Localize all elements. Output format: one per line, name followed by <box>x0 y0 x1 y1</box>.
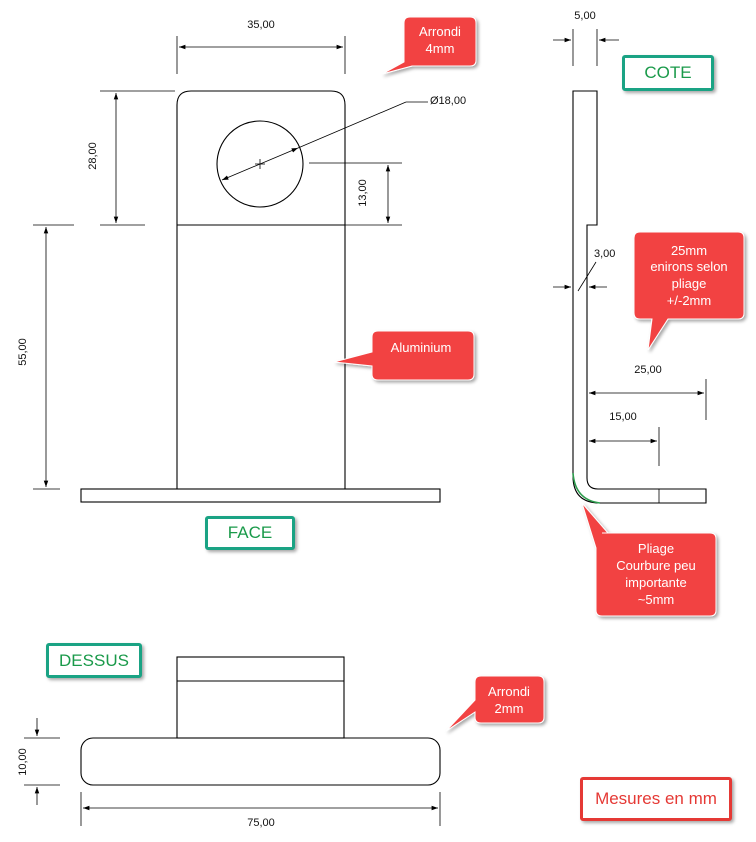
callout-pliage: Pliage Courbure peu importante ~5mm <box>581 502 717 617</box>
dim-hole-center: 13,00 <box>357 179 369 207</box>
face-base-flange <box>80 488 441 503</box>
top-base <box>80 737 441 786</box>
dim-face-bottom-height: 55,00 <box>17 338 29 366</box>
callout-25mm-line2: enirons selon <box>650 259 727 274</box>
callout-aluminium-text: Aluminium <box>391 340 452 355</box>
top-plate <box>176 656 345 739</box>
dim-side-bend-gap: 3,00 <box>594 248 615 260</box>
callout-arrondi-2mm-line1: Arrondi <box>488 684 530 699</box>
callout-arrondi-4mm-line2: 4mm <box>426 41 455 56</box>
dim-side-thickness: 5,00 <box>574 10 595 22</box>
side-view: 5,00 3,00 25,00 15,00 <box>553 10 707 504</box>
view-label-cote: COTE <box>622 55 714 91</box>
callout-pliage-line3: importante <box>625 575 686 590</box>
callout-pliage-line4: ~5mm <box>638 592 674 607</box>
callout-pliage-line1: Pliage <box>638 541 674 556</box>
dim-top-depth: 10,00 <box>17 748 29 776</box>
callout-25mm: 25mm enirons selon pliage +/-2mm <box>633 231 745 351</box>
face-hole <box>216 120 304 208</box>
top-view: 10,00 75,00 <box>17 656 441 829</box>
callout-25mm-line1: 25mm <box>671 243 707 258</box>
face-view: 35,00 28,00 55,00 13,00 Ø18,00 <box>17 19 466 503</box>
face-plate-outline <box>176 90 346 489</box>
callout-arrondi-2mm: Arrondi 2mm <box>445 675 545 732</box>
dim-face-top-height: 28,00 <box>87 142 99 170</box>
callout-25mm-line4: +/-2mm <box>667 293 711 308</box>
view-label-face: FACE <box>205 516 295 550</box>
bend-highlight <box>572 472 601 504</box>
dim-side-inner: 15,00 <box>609 411 637 423</box>
dim-top-width: 75,00 <box>247 817 275 829</box>
view-label-dessus: DESSUS <box>46 643 142 678</box>
dim-face-width: 35,00 <box>247 19 275 31</box>
dim-hole-diameter: Ø18,00 <box>430 95 466 107</box>
side-profile-outer <box>572 90 707 504</box>
callout-pliage-line2: Courbure peu <box>616 558 696 573</box>
callout-aluminium: Aluminium <box>333 330 475 381</box>
callout-25mm-line3: pliage <box>672 276 707 291</box>
dim-side-length: 25,00 <box>634 364 662 376</box>
units-note: Mesures en mm <box>580 777 732 821</box>
callout-arrondi-2mm-line2: 2mm <box>495 701 524 716</box>
callout-arrondi-4mm: Arrondi 4mm <box>381 16 477 75</box>
callout-arrondi-4mm-line1: Arrondi <box>419 24 461 39</box>
